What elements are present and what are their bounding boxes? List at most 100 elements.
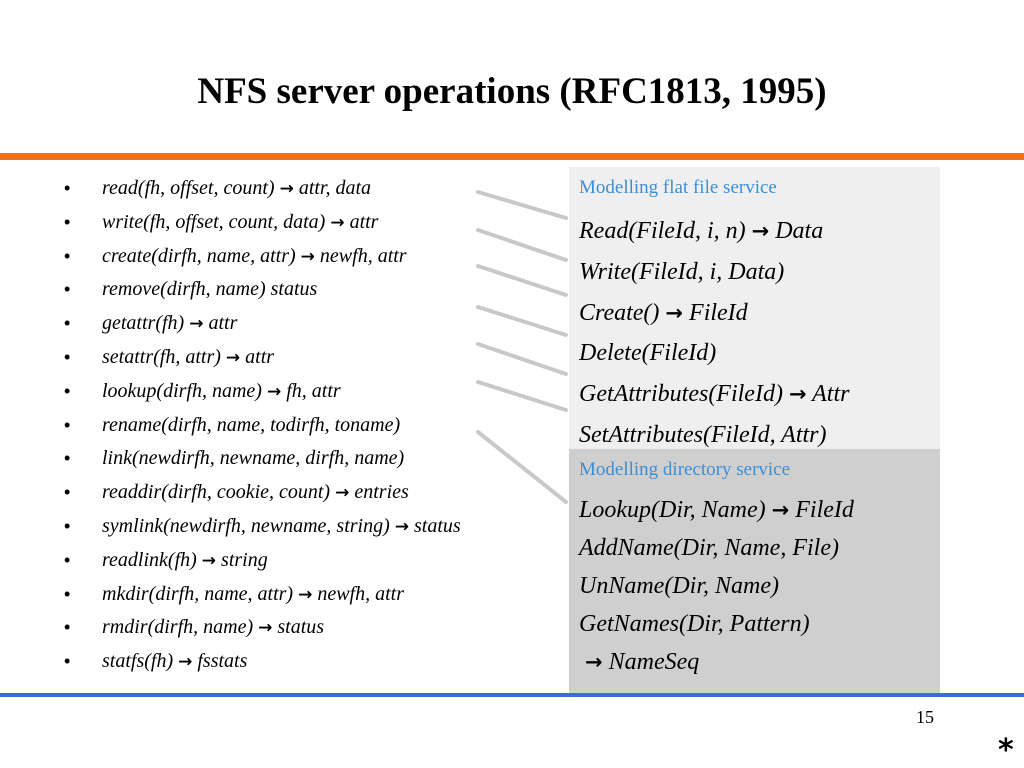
list-item: •symlink(newdirfh, newname, string) → st… bbox=[64, 510, 584, 544]
page-number: 15 bbox=[916, 707, 934, 727]
operation-result: status bbox=[277, 616, 325, 639]
operation-result: attr, data bbox=[298, 177, 372, 199]
operation-call: statfs(fh) bbox=[102, 650, 174, 673]
operation-call: read(fh, offset, count) bbox=[102, 177, 275, 199]
footer-divider bbox=[0, 693, 1024, 697]
bullet-icon: • bbox=[64, 448, 71, 469]
operation-call: lookup(dirfh, name) bbox=[102, 379, 262, 402]
star-icon: * bbox=[998, 733, 1014, 768]
arrow-right-icon: → bbox=[189, 314, 204, 335]
list-item: UnName(Dir, Name) bbox=[579, 567, 854, 605]
list-item: GetNames(Dir, Pattern) bbox=[579, 605, 854, 643]
service-result: FileId bbox=[689, 299, 748, 326]
list-item: •getattr(fh) → attr bbox=[64, 307, 584, 341]
operation-call: write(fh, offset, count, data) bbox=[102, 210, 326, 233]
operation-call: mkdir(dirfh, name, attr) bbox=[102, 582, 294, 605]
flat-file-service-heading: Modelling flat file service bbox=[579, 177, 777, 198]
arrow-right-icon: → bbox=[751, 219, 770, 243]
operation-call: create(dirfh, name, attr) bbox=[102, 244, 296, 267]
list-item: •read(fh, offset, count) → attr, data bbox=[64, 172, 584, 206]
service-call: Create() bbox=[579, 299, 660, 326]
list-item: Write(FileId, i, Data) bbox=[579, 252, 849, 293]
directory-service-panel: Modelling directory service Lookup(Dir, … bbox=[569, 449, 940, 693]
operation-call: setattr(fh, attr) bbox=[102, 345, 221, 368]
list-item: • rmdir(dirfh, name) → status bbox=[64, 611, 584, 645]
operation-result: newfh, attr bbox=[319, 244, 407, 267]
bullet-icon: • bbox=[64, 414, 71, 435]
operation-result: newfh, attr bbox=[317, 582, 405, 605]
bullet-icon: • bbox=[64, 617, 71, 638]
list-item: • setattr(fh, attr) → attr bbox=[64, 341, 584, 375]
operation-result: fsstats bbox=[197, 650, 248, 673]
arrow-right-icon: → bbox=[771, 498, 790, 522]
arrow-right-icon: → bbox=[788, 382, 807, 407]
operation-result: fh, attr bbox=[286, 379, 341, 402]
arrow-right-icon: → bbox=[178, 652, 193, 673]
slide-title: NFS server operations (RFC1813, 1995) bbox=[197, 71, 827, 112]
bullet-icon: • bbox=[64, 651, 71, 672]
operation-call: remove(dirfh, name) status bbox=[102, 278, 318, 301]
service-result: FileId bbox=[795, 497, 854, 523]
service-result: Data bbox=[775, 218, 824, 244]
arrow-right-icon: → bbox=[665, 300, 684, 325]
operation-call: getattr(fh) bbox=[102, 312, 185, 335]
operation-call: readdir(dirfh, cookie, count) bbox=[102, 481, 331, 504]
arrow-right-icon: → bbox=[300, 246, 315, 267]
operation-result: status bbox=[414, 514, 461, 537]
bullet-icon: • bbox=[64, 211, 71, 232]
arrow-right-icon: → bbox=[394, 516, 409, 537]
service-result: Attr bbox=[812, 381, 850, 408]
bullet-icon: • bbox=[64, 279, 71, 300]
flat-file-service-list: Read(FileId, i, n) → Data Write(FileId, … bbox=[579, 211, 849, 456]
bullet-icon: • bbox=[64, 549, 71, 570]
list-item: •lookup(dirfh, name) → fh, attr bbox=[64, 375, 584, 409]
arrow-right-icon: → bbox=[225, 347, 241, 368]
operation-call: rename(dirfh, name, todirfh, toname) bbox=[102, 413, 401, 436]
list-item: •readdir(dirfh, cookie, count) → entries bbox=[64, 476, 584, 510]
operation-result: attr bbox=[208, 312, 238, 335]
arrow-right-icon: → bbox=[585, 650, 603, 674]
operation-result: string bbox=[221, 548, 268, 571]
bullet-icon: • bbox=[64, 482, 71, 503]
list-item: Lookup(Dir, Name) → FileId bbox=[579, 491, 854, 529]
service-call: UnName(Dir, Name) bbox=[579, 573, 779, 599]
nfs-operations-list: • read(fh, offset, count) → attr, data • w… bbox=[64, 172, 584, 679]
flat-file-service-panel: Modelling flat file service Read(FileId,… bbox=[569, 167, 940, 449]
service-call: GetAttributes(FileId) bbox=[579, 381, 783, 408]
list-item: • remove(dirfh, name) status bbox=[64, 273, 584, 307]
list-item: GetAttributes(FileId) → Attr bbox=[579, 374, 849, 415]
bullet-icon: • bbox=[64, 346, 71, 367]
bullet-icon: • bbox=[64, 178, 71, 198]
bullet-icon: • bbox=[64, 583, 71, 604]
directory-service-heading: Modelling directory service bbox=[579, 459, 791, 480]
list-item: AddName(Dir, Name, File) bbox=[579, 529, 854, 567]
arrow-right-icon: → bbox=[201, 550, 217, 571]
list-item: Delete(FileId) bbox=[579, 333, 849, 374]
list-item: Read(FileId, i, n) → Data bbox=[579, 211, 849, 252]
directory-service-list: Lookup(Dir, Name) → FileId AddName(Dir, … bbox=[579, 491, 854, 681]
operation-call: readlink(fh) bbox=[102, 548, 197, 571]
service-call: Lookup(Dir, Name) bbox=[579, 497, 766, 523]
bullet-icon: • bbox=[64, 380, 71, 401]
operation-call: rmdir(dirfh, name) bbox=[102, 616, 254, 639]
list-item: • readlink(fh) → string bbox=[64, 544, 584, 578]
service-call: GetNames(Dir, Pattern) bbox=[579, 611, 810, 637]
header-divider bbox=[0, 153, 1024, 160]
arrow-right-icon: → bbox=[298, 584, 313, 605]
list-item: •create(dirfh, name, attr) → newfh, attr bbox=[64, 240, 584, 274]
service-call: SetAttributes(FileId, Attr) bbox=[579, 421, 827, 448]
list-item: • link(newdirfh, newname, dirfh, name) bbox=[64, 442, 584, 476]
operation-call: symlink(newdirfh, newname, string) bbox=[102, 514, 390, 537]
operation-result: attr bbox=[245, 345, 275, 368]
list-item: SetAttributes(FileId, Attr) bbox=[579, 415, 849, 456]
list-item: Create() → FileId bbox=[579, 293, 849, 334]
list-item: •write(fh, offset, count, data) → attr bbox=[64, 206, 584, 240]
service-call: Delete(FileId) bbox=[579, 340, 717, 367]
list-item: → NameSeq bbox=[579, 643, 854, 681]
arrow-right-icon: → bbox=[330, 212, 345, 233]
operation-call: link(newdirfh, newname, dirfh, name) bbox=[102, 447, 405, 470]
list-item: • rename(dirfh, name, todirfh, toname) bbox=[64, 409, 584, 443]
arrow-right-icon: → bbox=[258, 618, 273, 639]
service-result: NameSeq bbox=[608, 649, 700, 675]
list-item: • mkdir(dirfh, name, attr) → newfh, attr bbox=[64, 578, 584, 612]
